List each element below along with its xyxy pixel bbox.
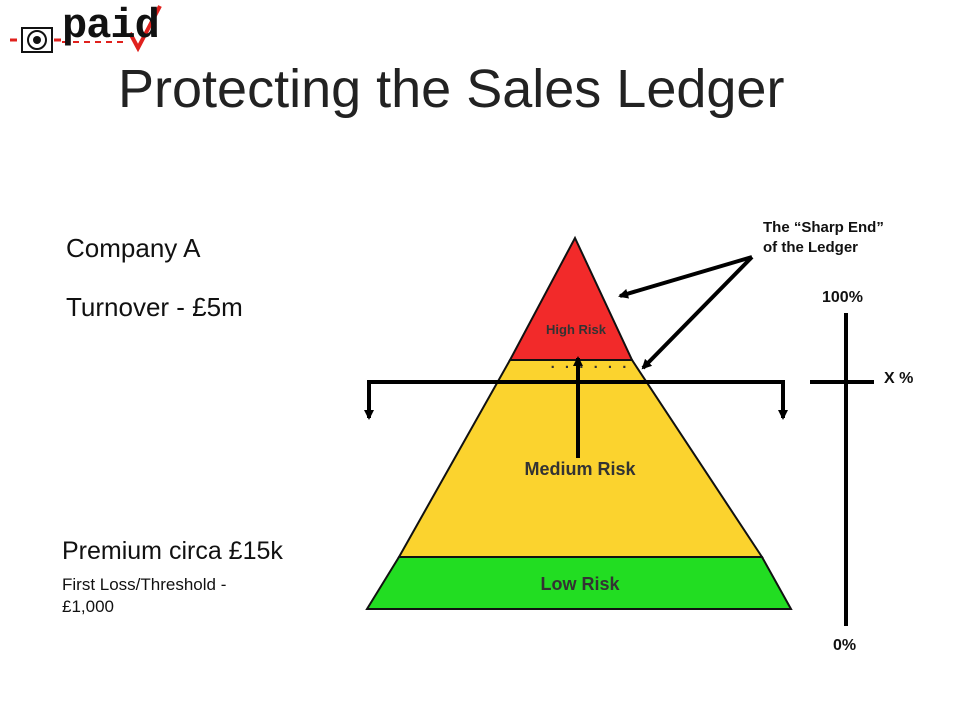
pyramid-band-high: [508, 235, 634, 361]
scale-marker-label: X %: [884, 370, 914, 387]
logo-text: paid: [62, 2, 160, 50]
threshold-dots: . . . . . .: [550, 355, 630, 372]
sharp-end-arrow-upper: [618, 255, 753, 299]
scale-bottom-label: 0%: [833, 637, 857, 654]
check-icon: [128, 5, 162, 53]
logo-graphic: [10, 5, 162, 53]
paid-logo: paid: [0, 0, 190, 72]
company-label: Company A: [66, 233, 201, 263]
premium-label: Premium circa £15k: [62, 537, 283, 565]
pyramid-band-low: [365, 556, 793, 610]
medium-risk-label: Medium Risk: [524, 459, 636, 479]
sharp-end-line2: of the Ledger: [763, 239, 859, 256]
page-title: Protecting the Sales Ledger: [118, 59, 785, 119]
sharp-end-annotation: The “Sharp End” of the Ledger: [763, 218, 933, 258]
threshold-label: First Loss/Threshold - £1,000: [62, 575, 227, 616]
scale-top-label: 100%: [822, 289, 863, 306]
high-risk-label: High Risk: [546, 322, 606, 337]
sharp-end-line1: The “Sharp End”: [763, 219, 884, 236]
sharp-end-arrow-lower: [641, 255, 754, 370]
turnover-label: Turnover - £5m: [66, 292, 243, 322]
low-risk-label: Low Risk: [540, 574, 620, 594]
